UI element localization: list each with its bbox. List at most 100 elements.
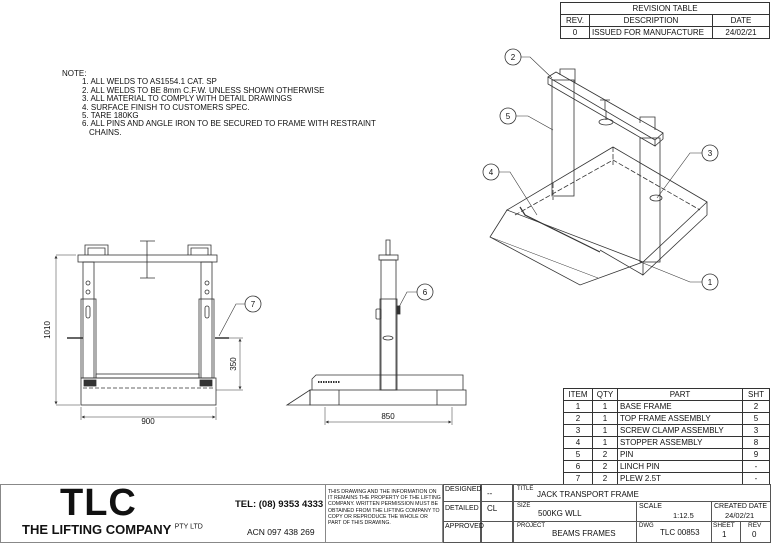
size-label: SIZE [517,503,531,509]
balloon-1 [701,273,719,291]
detailed-value: CL [487,504,498,513]
sht-cell: - [742,472,770,485]
notes: NOTE: 1. ALL WELDS TO AS1554.1 CAT. SP 2… [62,69,379,137]
iso-top-beam [547,71,664,147]
dimension-pin-height-text: 350 [229,357,238,371]
base-tray [506,146,708,263]
designed-label: DESIGNED [445,486,482,493]
screw-clamp [140,240,155,279]
revision-row: 0 ISSUED FOR MANUFACTURE 24/02/21 [560,26,770,39]
created-date-label: CREATED DATE [714,503,768,510]
part-cell: PIN [617,448,743,461]
part-cell: TOP FRAME ASSEMBLY [617,412,743,425]
part-cell: STOPPER ASSEMBLY [617,436,743,449]
sheet-value: 1 [722,530,727,539]
left-post [82,261,95,379]
item-cell: 5 [563,448,593,461]
lifting-handle [187,244,212,255]
drawing-title: JACK TRANSPORT FRAME [537,490,639,499]
disclaimer: THIS DRAWING AND THE INFORMATION ON IT R… [328,489,441,527]
size-value: 500KG WLL [538,509,582,518]
ramp [285,389,311,406]
title-label: TITLE [517,486,534,492]
company-logo: TLC [60,482,137,524]
sht-cell: 9 [742,448,770,461]
sht-header: SHT [742,388,770,401]
balloon-6-text: 6 [423,288,428,297]
designed-value: -- [487,489,493,498]
iso-handles [559,68,656,130]
balloon-2-text: 2 [511,53,516,62]
company-name-text: THE LIFTING COMPANY [22,522,172,537]
qty-header: QTY [592,388,618,401]
top-beam [77,254,218,263]
qty-cell: 1 [592,436,618,449]
note-item: 1. ALL WELDS TO AS1554.1 CAT. SP [82,77,217,87]
balloon-7 [244,295,262,313]
approved-label: APPROVED [445,523,484,530]
balloon-3 [701,144,719,162]
note-item: 6. ALL PINS AND ANGLE IRON TO BE SECURED… [82,119,376,137]
project-label: PROJECT [517,523,546,529]
company-suffix: PTY LTD [174,523,203,531]
qty-cell: 2 [592,448,618,461]
note-item: 2. ALL WELDS TO BE 8mm C.F.W. UNLESS SHO… [82,85,325,95]
item-cell: 3 [563,424,593,437]
item-cell: 4 [563,436,593,449]
balloon-1-text: 1 [708,278,713,287]
balloon-4-text: 4 [489,168,494,177]
rev-label: REV [748,522,762,529]
balloon-3-text: 3 [708,149,713,158]
sheet-label: SHEET [713,522,735,529]
part-cell: LINCH PIN [617,460,743,473]
rev-value: 0 [752,530,757,539]
qty-cell: 2 [592,460,618,473]
part-header: PART [617,388,743,401]
sht-cell: 8 [742,436,770,449]
item-cell: 1 [563,400,593,413]
note-item: 3. ALL MATERIAL TO COMPLY WITH DETAIL DR… [82,94,292,104]
balloon-6 [416,283,434,301]
balloon-5 [499,107,517,125]
note-item: 4. SURFACE FINISH TO CUSTOMERS SPEC. [82,102,250,112]
item-cell: 2 [563,412,593,425]
dimension-height-text: 1010 [43,321,52,339]
dimension-width-front-text: 900 [141,417,155,426]
scale-value: 1:12.5 [673,511,694,520]
balloon-4 [482,163,500,181]
acn: ACN 097 438 269 [247,527,315,537]
notes-heading: NOTE: [62,69,87,78]
base-frame [80,377,217,406]
item-cell: 7 [563,472,593,485]
side-view: 850 6 [285,239,467,425]
iso-left-post [551,79,575,197]
item-header: ITEM [563,388,593,401]
qty-cell: 2 [592,472,618,485]
dwg-label: DWG [639,523,654,529]
balloon-5-text: 5 [506,112,511,121]
qty-cell: 1 [592,400,618,413]
description-cell: ISSUED FOR MANUFACTURE [589,26,713,39]
part-cell: PLEW 2.5T [617,472,743,485]
lifting-handle [84,244,109,255]
qty-cell: 1 [592,424,618,437]
sht-cell: - [742,460,770,473]
note-item: 5. TARE 180KG [82,111,139,121]
telephone: TEL: (08) 9353 4333 [235,499,324,510]
front-view: 1010 900 350 7 [43,240,262,426]
iso-right-post [639,137,661,263]
right-post [200,261,213,379]
balloon-7-text: 7 [251,300,256,309]
scale-label: SCALE [639,503,662,510]
sht-cell: 2 [742,400,770,413]
part-cell: SCREW CLAMP ASSEMBLY [617,424,743,437]
revision-table: REVISION TABLE REV. DESCRIPTION DATE 0 I… [560,2,770,39]
